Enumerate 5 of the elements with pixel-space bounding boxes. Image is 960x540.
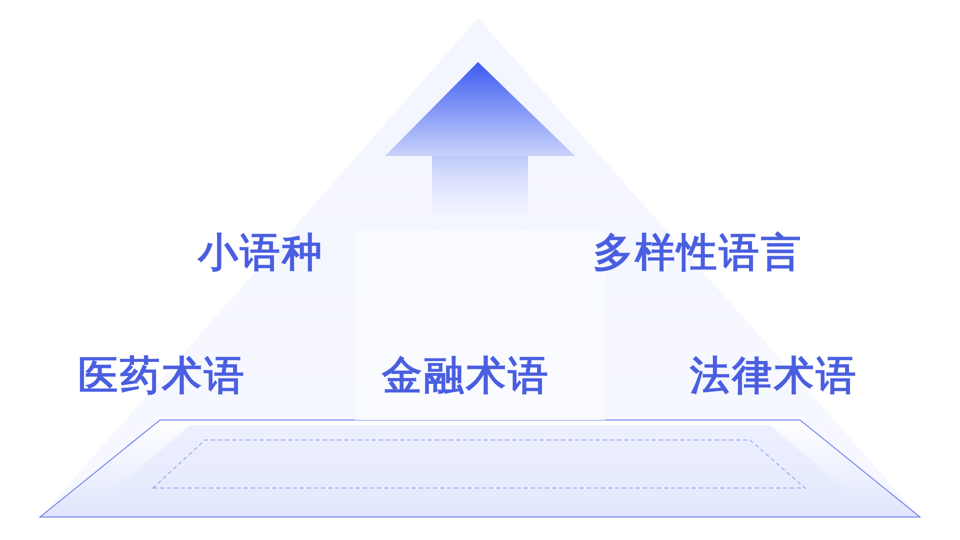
category-label: 医药术语 (78, 352, 246, 401)
category-label: 多样性语言 (593, 229, 803, 278)
category-label: 小语种 (198, 229, 324, 278)
category-label: 金融术语 (382, 352, 550, 401)
category-label: 法律术语 (690, 352, 858, 401)
